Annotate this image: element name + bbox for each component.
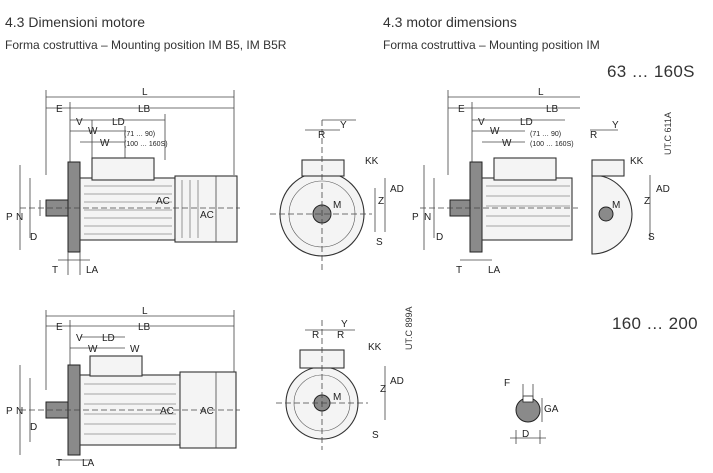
label-L-en: L xyxy=(538,87,544,98)
section-title-it: 4.3 Dimensioni motore xyxy=(5,14,146,30)
label-AC: AC xyxy=(156,196,170,207)
label-E-lower: E xyxy=(56,322,63,333)
label-W1-en: W xyxy=(502,138,512,149)
section-subtitle-it: Forma costruttiva – Mounting position IM… xyxy=(5,38,287,52)
label-LA-en: LA xyxy=(488,265,501,276)
front-view-lower: R R Y KK AD Z M S xyxy=(276,319,404,450)
label-LD: LD xyxy=(112,117,125,128)
label-range-100-160-en: (100 … 160S) xyxy=(530,141,574,148)
label-LB-en: LB xyxy=(546,104,559,115)
label-D-lower: D xyxy=(30,422,37,433)
label-LD-en: LD xyxy=(520,117,533,128)
label-W1: W xyxy=(100,138,110,149)
label-R-en: R xyxy=(590,130,597,141)
label-R-lower: R xyxy=(312,330,319,341)
label-range-71-90-en: (71 … 90) xyxy=(530,131,561,138)
label-W: W xyxy=(88,126,98,137)
label-W-en: W xyxy=(490,126,500,137)
front-view-upper: R Y KK AD Z M S xyxy=(270,119,404,270)
shaft-section: F GA D xyxy=(504,378,559,444)
label-P-en: P xyxy=(412,212,419,223)
label-M-front: M xyxy=(333,200,341,211)
size-range-lower: 160 … 200 xyxy=(612,314,698,333)
label-Y-en: Y xyxy=(612,120,619,131)
label-KK-lower: KK xyxy=(368,342,382,353)
label-AC1-lower: AC xyxy=(200,406,214,417)
label-AC1: AC xyxy=(200,210,214,221)
label-T-en: T xyxy=(456,265,462,276)
label-N-en: N xyxy=(424,212,431,223)
label-LB: LB xyxy=(138,104,151,115)
label-Y-front: Y xyxy=(340,120,347,131)
label-Z-en: Z xyxy=(644,196,650,207)
label-AD-front: AD xyxy=(390,184,404,195)
size-range-upper: 63 … 160S xyxy=(607,62,695,81)
label-N-lower: N xyxy=(16,406,23,417)
label-D: D xyxy=(30,232,37,243)
label-LA: LA xyxy=(86,265,99,276)
label-GA: GA xyxy=(544,404,559,415)
label-T-lower: T xyxy=(56,458,62,469)
label-P-lower: P xyxy=(6,406,13,417)
label-S-lower: S xyxy=(372,430,379,441)
label-P: P xyxy=(6,212,13,223)
label-F: F xyxy=(504,378,510,389)
label-W-lower: W xyxy=(88,344,98,355)
label-D-shaft: D xyxy=(522,429,529,440)
label-LD-lower: LD xyxy=(102,333,115,344)
label-T: T xyxy=(52,265,58,276)
label-KK-en: KK xyxy=(630,156,644,167)
label-E-en: E xyxy=(458,104,465,115)
label-W1-lower: W xyxy=(130,344,140,355)
label-M-lower: M xyxy=(333,392,341,403)
label-Z-lower: Z xyxy=(380,384,386,395)
label-LA-lower: LA xyxy=(82,458,95,469)
label-M-en: M xyxy=(612,200,620,211)
label-V: V xyxy=(76,117,83,128)
label-L: L xyxy=(142,87,148,98)
label-range-100-160: (100 … 160S) xyxy=(124,141,168,148)
front-view-upper-en: R Y KK AD Z M S xyxy=(590,120,670,255)
side-view-upper: L E LB V LD (71 … 90) (100 … 160S) W W A… xyxy=(6,87,240,276)
side-view-upper-en: L E LB V LD (71 … 90) (100 … 160S) W W P… xyxy=(412,87,580,276)
label-R-front: R xyxy=(318,130,325,141)
side-view-lower: L E LB V LD W W AC AC P N D T LA xyxy=(6,306,240,469)
label-S-front: S xyxy=(376,237,383,248)
label-S-en: S xyxy=(648,232,655,243)
section-title-en: 4.3 motor dimensions xyxy=(383,14,517,30)
label-range-71-90: (71 … 90) xyxy=(124,131,155,138)
label-AD-en: AD xyxy=(656,184,670,195)
section-subtitle-en: Forma costruttiva – Mounting position IM xyxy=(383,38,600,52)
label-AC-lower: AC xyxy=(160,406,174,417)
label-Z-front: Z xyxy=(378,196,384,207)
label-E: E xyxy=(56,104,63,115)
label-D-en: D xyxy=(436,232,443,243)
label-V-en: V xyxy=(478,117,485,128)
label-LB-lower: LB xyxy=(138,322,151,333)
label-R1-lower: R xyxy=(337,330,344,341)
label-AD-lower: AD xyxy=(390,376,404,387)
label-N: N xyxy=(16,212,23,223)
label-V-lower: V xyxy=(76,333,83,344)
label-Y-lower: Y xyxy=(341,319,348,330)
label-L-lower: L xyxy=(142,306,148,317)
label-KK-front: KK xyxy=(365,156,379,167)
